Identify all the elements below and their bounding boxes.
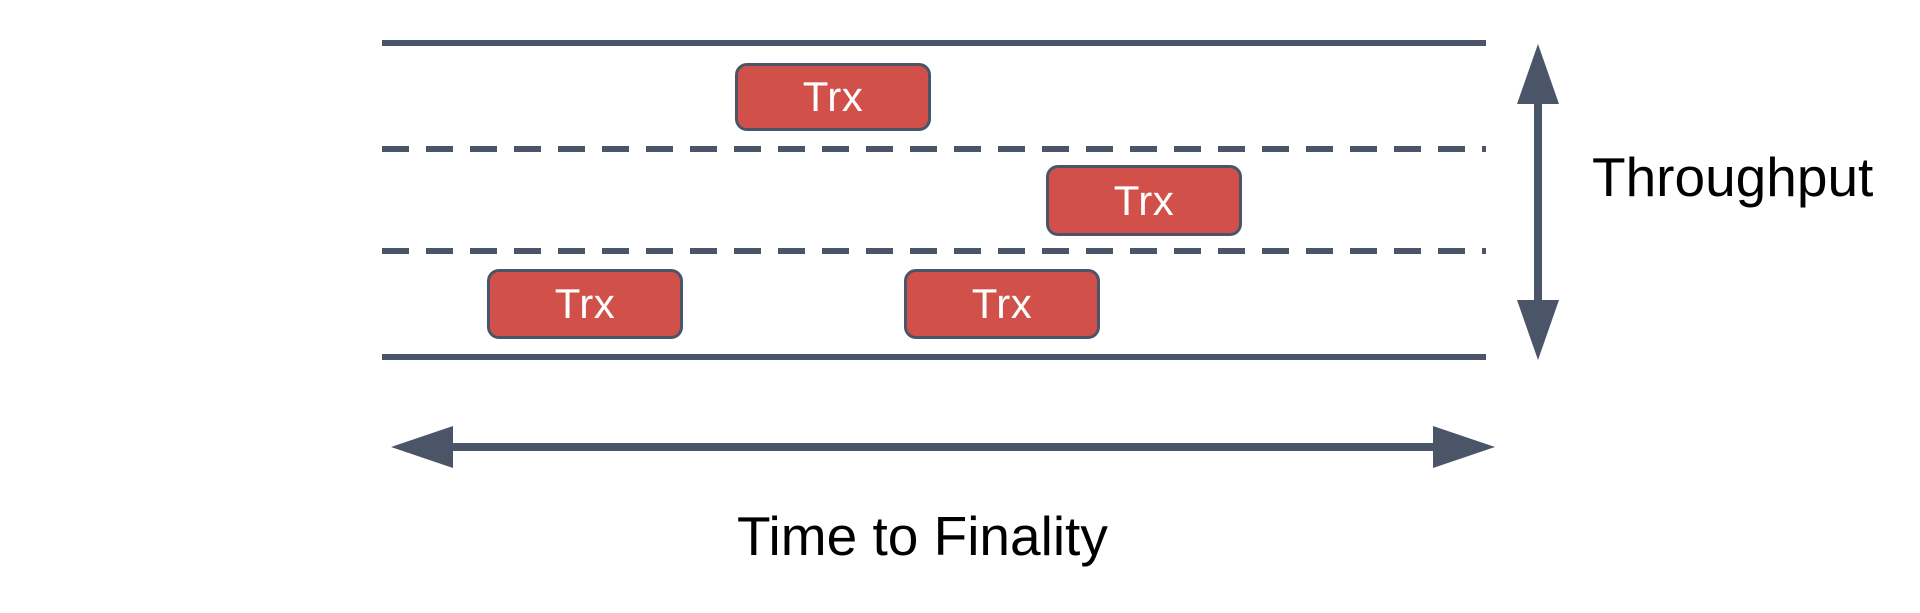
transaction-box-4-label: Trx bbox=[971, 280, 1033, 327]
lane-line-top bbox=[382, 40, 1486, 46]
throughput-axis-label: Throughput bbox=[1592, 146, 1874, 208]
transaction-box-1[interactable]: Trx bbox=[735, 63, 931, 131]
transaction-box-3-label: Trx bbox=[554, 280, 616, 327]
transaction-box-1-label: Trx bbox=[802, 73, 864, 120]
finality-axis-label: Time to Finality bbox=[737, 505, 1108, 567]
transaction-box-3[interactable]: Trx bbox=[487, 269, 683, 339]
transaction-box-2[interactable]: Trx bbox=[1046, 165, 1242, 236]
lane-line-divider-upper bbox=[382, 146, 1486, 152]
lane-line-divider-lower bbox=[382, 248, 1486, 254]
throughput-double-arrow-icon bbox=[1516, 44, 1560, 360]
transaction-box-4[interactable]: Trx bbox=[904, 269, 1100, 339]
lane-line-bottom bbox=[382, 354, 1486, 360]
transaction-box-2-label: Trx bbox=[1113, 176, 1175, 224]
finality-double-arrow-icon bbox=[391, 424, 1495, 470]
